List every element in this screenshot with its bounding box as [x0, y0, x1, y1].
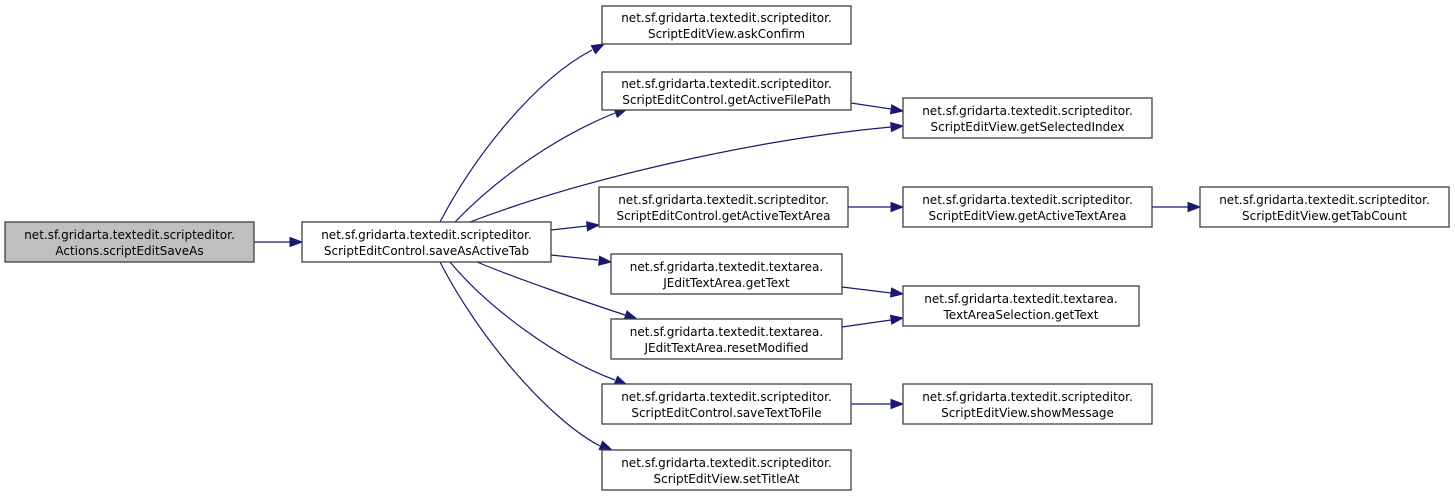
- edge-line: [469, 126, 892, 223]
- node-box[interactable]: [902, 97, 1153, 139]
- node-label-method: ScriptEditControl.saveAsActiveTab: [324, 244, 529, 258]
- node-box[interactable]: [610, 318, 843, 360]
- arrowhead-icon: [889, 287, 905, 298]
- node-label-method: ScriptEditView.getSelectedIndex: [931, 120, 1125, 134]
- graph-node[interactable]: net.sf.gridarta.textedit.scripteditor. Sc…: [902, 186, 1153, 228]
- node-box[interactable]: [601, 71, 852, 111]
- node-label-package: net.sf.gridarta.textedit.scripteditor.: [922, 193, 1133, 207]
- node-label-method: JEditTextArea.getText: [662, 276, 790, 290]
- graph-node[interactable]: net.sf.gridarta.textedit.scripteditor. Sc…: [902, 383, 1153, 425]
- arrowhead-icon: [590, 43, 606, 55]
- root-node[interactable]: net.sf.gridarta.textedit.scripteditor. Ac…: [4, 221, 255, 263]
- node-label-method: ScriptEditControl.saveTextToFile: [631, 406, 821, 420]
- node-label-method: ScriptEditView.askConfirm: [648, 27, 805, 41]
- edge-line: [550, 254, 599, 261]
- node-label-method: TextAreaSelection.getText: [943, 308, 1099, 322]
- edge-n1-n5: [550, 221, 601, 232]
- edge-n6-n7: [1152, 201, 1202, 213]
- edge-line: [439, 49, 593, 223]
- node-label-package: net.sf.gridarta.textedit.scripteditor.: [922, 104, 1133, 118]
- edge-line: [439, 261, 601, 447]
- graph-node[interactable]: net.sf.gridarta.textedit.scripteditor. Sc…: [601, 383, 852, 425]
- edge-line: [449, 261, 616, 381]
- graph-node[interactable]: net.sf.gridarta.textedit.textarea. TextAr…: [902, 285, 1140, 327]
- node-label-method: ScriptEditView.getActiveTextArea: [929, 209, 1127, 223]
- node-box[interactable]: [601, 5, 852, 45]
- node-label-package: net.sf.gridarta.textedit.scripteditor.: [621, 11, 832, 25]
- arrowhead-icon: [889, 104, 905, 115]
- node-label-method: ScriptEditControl.getActiveTextArea: [617, 209, 831, 223]
- edge-line: [476, 261, 626, 316]
- node-label-package: net.sf.gridarta.textedit.textarea.: [630, 325, 823, 339]
- edge-n10-n9: [841, 314, 905, 328]
- node-label-package: net.sf.gridarta.textedit.textarea.: [924, 292, 1117, 306]
- node-label-package: net.sf.gridarta.textedit.textarea.: [630, 260, 823, 274]
- edges-layer: [254, 43, 1202, 451]
- edge-n0-n1: [254, 236, 304, 248]
- node-label-method: Actions.scriptEditSaveAs: [55, 244, 203, 258]
- arrowhead-icon: [889, 314, 905, 325]
- arrowhead-icon: [1187, 201, 1202, 213]
- node-label-method: ScriptEditView.showMessage: [941, 406, 1114, 420]
- node-label-package: net.sf.gridarta.textedit.scripteditor.: [621, 456, 832, 470]
- graph-node[interactable]: net.sf.gridarta.textedit.scripteditor. Sc…: [601, 449, 852, 491]
- arrowhead-icon: [586, 221, 601, 232]
- node-label-method: ScriptEditView.setTitleAt: [654, 472, 800, 486]
- graph-node[interactable]: net.sf.gridarta.textedit.scripteditor. Sc…: [601, 5, 852, 45]
- node-label-package: net.sf.gridarta.textedit.scripteditor.: [922, 390, 1133, 404]
- node-label-package: net.sf.gridarta.textedit.scripteditor.: [621, 390, 832, 404]
- node-label-package: net.sf.gridarta.textedit.scripteditor.: [321, 228, 532, 242]
- nodes-layer: net.sf.gridarta.textedit.scripteditor. Ac…: [4, 5, 1450, 491]
- graph-node[interactable]: net.sf.gridarta.textedit.textarea. JEditT…: [610, 318, 843, 360]
- node-box[interactable]: [1199, 186, 1450, 228]
- edge-n1-n2: [439, 43, 606, 223]
- edge-line: [550, 225, 588, 231]
- node-label-package: net.sf.gridarta.textedit.scripteditor.: [621, 77, 832, 91]
- node-box[interactable]: [902, 186, 1153, 228]
- node-label-package: net.sf.gridarta.textedit.scripteditor.: [1219, 193, 1430, 207]
- node-label-method: ScriptEditView.getTabCount: [1242, 209, 1407, 223]
- arrowhead-icon: [890, 201, 905, 213]
- edge-n11-n12: [851, 398, 905, 410]
- arrowhead-icon: [289, 236, 304, 248]
- node-box[interactable]: [601, 383, 852, 425]
- edge-line: [841, 319, 892, 328]
- edge-n8-n9: [841, 286, 905, 298]
- edge-line: [841, 286, 892, 294]
- graph-node[interactable]: net.sf.gridarta.textedit.scripteditor. Sc…: [598, 186, 849, 228]
- graph-node[interactable]: net.sf.gridarta.textedit.scripteditor. Sc…: [902, 97, 1153, 139]
- node-box[interactable]: [601, 449, 852, 491]
- graph-node[interactable]: net.sf.gridarta.textedit.scripteditor. Sc…: [301, 221, 552, 263]
- edge-line: [850, 102, 892, 110]
- arrowhead-icon: [890, 398, 905, 410]
- node-label-package: net.sf.gridarta.textedit.scripteditor.: [618, 193, 829, 207]
- edge-n3-n4: [850, 102, 905, 115]
- node-box[interactable]: [902, 383, 1153, 425]
- graph-node[interactable]: net.sf.gridarta.textedit.scripteditor. Sc…: [601, 71, 852, 111]
- edge-n1-n11: [449, 261, 629, 386]
- node-label-package: net.sf.gridarta.textedit.scripteditor.: [24, 228, 235, 242]
- edge-n1-n8: [550, 254, 613, 266]
- node-box[interactable]: [610, 253, 843, 295]
- node-label-method: ScriptEditControl.getActiveFilePath: [622, 93, 831, 107]
- node-box[interactable]: [902, 285, 1140, 327]
- arrowhead-icon: [598, 255, 613, 266]
- node-box[interactable]: [4, 221, 255, 263]
- edge-n1-n4: [469, 121, 905, 223]
- graph-node[interactable]: net.sf.gridarta.textedit.textarea. JEditT…: [610, 253, 843, 295]
- edge-n5-n6: [848, 201, 905, 213]
- arrowhead-icon: [890, 121, 905, 133]
- node-box[interactable]: [598, 186, 849, 228]
- edge-line: [454, 112, 616, 223]
- node-box[interactable]: [301, 221, 552, 263]
- graph-node[interactable]: net.sf.gridarta.textedit.scripteditor. Sc…: [1199, 186, 1450, 228]
- node-label-method: JEditTextArea.resetModified: [643, 341, 808, 355]
- edge-n1-n13: [439, 261, 614, 451]
